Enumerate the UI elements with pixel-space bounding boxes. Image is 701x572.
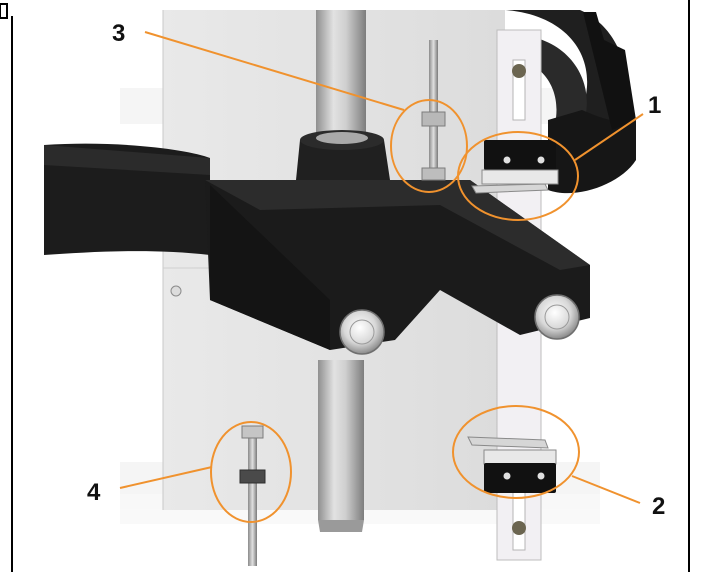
lower-adjusting-bolt: [239, 425, 266, 566]
callout-4-marker: [119, 421, 292, 523]
callout-3-label: 3: [112, 20, 125, 47]
upper-limit-switch: [471, 140, 559, 194]
adjustment-knob-right: [534, 294, 580, 340]
main-rod: [316, 10, 366, 532]
callout-2-marker: [452, 405, 641, 504]
panel-screw: [170, 285, 182, 297]
callout-4-label: 4: [87, 479, 101, 506]
callout-3-marker: [144, 31, 468, 193]
lower-limit-switch: [467, 436, 557, 493]
black-ring: [44, 10, 636, 255]
callout-2-label: 2: [652, 493, 665, 520]
callout-1-label: 1: [648, 92, 661, 119]
black-carriage: [205, 130, 590, 350]
upper-adjusting-bolt: [421, 40, 446, 181]
adjustment-knob-left: [339, 309, 385, 355]
